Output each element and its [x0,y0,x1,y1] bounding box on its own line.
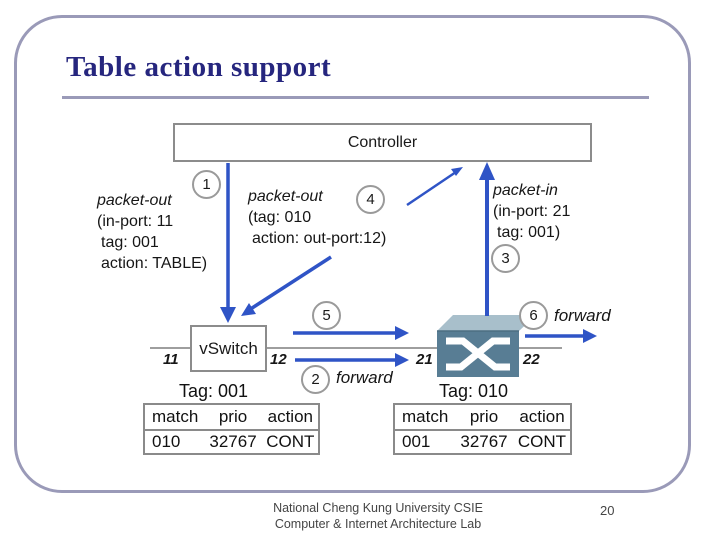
header-match: match [152,407,199,426]
step-circle-1: 1 [192,170,221,199]
step-circle-2: 2 [301,365,330,394]
header-match: match [402,407,449,426]
port-label-21: 21 [416,351,433,368]
packet-out-mid-line1: (tag: 010 [248,209,312,226]
packet-in-line2: tag: 001) [497,224,561,241]
port-label-11: 11 [163,351,179,368]
title-underline [62,96,649,99]
controller-box: Controller [173,123,592,162]
flow-table-left: match prio action 010 32767 CONT [143,403,320,455]
header-action: action [519,407,565,426]
forward-label-step6: forward [554,306,611,325]
step-circle-3: 3 [491,244,520,273]
cell-action: CONT [266,432,315,451]
header-prio: prio [469,407,499,426]
forward-label-step2: forward [336,368,393,387]
port-label-22: 22 [523,351,540,368]
packet-out-left-title: packet-out [97,192,172,209]
footer: National Cheng Kung University CSIE Comp… [150,500,606,532]
cell-action: CONT [517,432,567,451]
port-label-12: 12 [270,351,287,368]
packet-in-label: packet-in (in-port: 21 tag: 001) [493,180,570,243]
cell-prio: 32767 [460,432,508,451]
tag-label-right: Tag: 010 [439,381,509,401]
header-action: action [267,407,313,426]
footer-line2: Computer & Internet Architecture Lab [274,517,482,531]
packet-out-left-line1: (in-port: 11 [97,213,174,230]
packet-out-mid-label: packet-out (tag: 010 action: out-port:12… [248,186,386,249]
header-prio: prio [218,407,248,426]
page-title: Table action support [66,51,332,83]
flow-table-right: match prio action 001 32767 CONT [393,403,572,455]
footer-line1: National Cheng Kung University CSIE [273,501,483,515]
vswitch-box: vSwitch [190,325,267,372]
cell-prio: 32767 [209,432,257,451]
controller-label: Controller [347,133,418,151]
step-circle-6: 6 [519,301,548,330]
flow-table-left-header-row: match prio action [145,405,318,429]
vswitch-label: vSwitch [199,338,258,358]
flow-table-right-data-row: 001 32767 CONT [395,429,570,453]
packet-out-mid-line2: action: out-port:12) [252,230,387,247]
packet-out-mid-title: packet-out [248,188,323,205]
packet-in-title: packet-in [493,182,558,199]
step-circle-4: 4 [356,185,385,214]
packet-in-line1: (in-port: 21 [493,203,571,220]
cell-match: 010 [152,432,181,451]
page-number: 20 [600,503,615,518]
flow-table-right-header-row: match prio action [395,405,570,429]
cell-match: 001 [402,432,431,451]
tag-label-left: Tag: 001 [179,381,249,401]
step-circle-5: 5 [312,301,341,330]
slide-border-frame [14,15,691,493]
packet-out-left-line2: tag: 001 [101,234,159,251]
packet-out-left-label: packet-out (in-port: 11 tag: 001 action:… [97,190,207,274]
flow-table-left-data-row: 010 32767 CONT [145,429,318,453]
packet-out-left-line3: action: TABLE) [101,255,208,272]
